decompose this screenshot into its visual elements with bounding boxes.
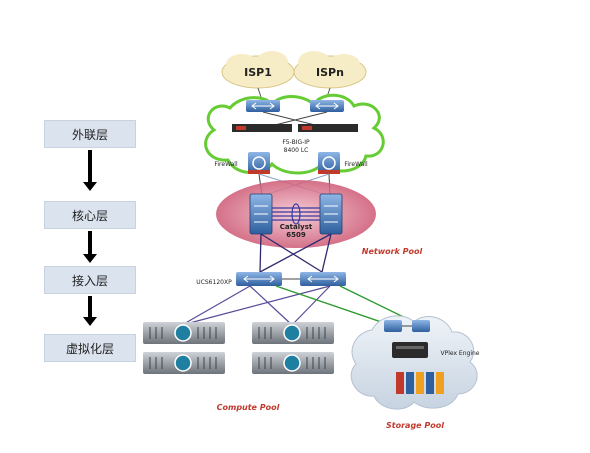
ispn-cloud-icon (293, 51, 367, 89)
storage-pool-label: Storage Pool (386, 421, 444, 430)
layer-virtualization: 虚拟化层 (44, 334, 136, 362)
compute-pool-label: Compute Pool (217, 403, 280, 412)
access-switch-left-icon (236, 272, 282, 286)
storage-array-icon (396, 372, 444, 394)
storage-cloud-icon (350, 315, 478, 410)
firewall-right-label: FireWall (344, 161, 368, 168)
compute-server-group-left (143, 322, 225, 374)
virtualization-icon (174, 324, 192, 342)
f5-label-2: 8400 LC (284, 147, 309, 154)
layer-access: 接入层 (44, 266, 136, 294)
core-switch-right-icon (319, 193, 343, 235)
arrow-down-icon (83, 150, 97, 191)
edge-switch-right-icon (310, 100, 344, 112)
storage-switch-icons (384, 320, 430, 332)
firewall-left-label: FireWall (214, 161, 238, 168)
edge-switch-left-icon (246, 100, 280, 112)
f5-label-1: F5-BIG-IP (282, 139, 310, 146)
firewall-right-icon (318, 152, 340, 174)
access-switch-right-icon (300, 272, 346, 286)
layer-label: 虚拟化层 (65, 341, 114, 356)
layer-core: 核心层 (44, 201, 136, 229)
core-switch-left-icon (249, 193, 273, 235)
firewall-left-icon (248, 152, 270, 174)
layer-label: 核心层 (71, 208, 108, 223)
compute-server-group-right (252, 322, 334, 374)
access-switch-label: UCS6120XP (196, 279, 232, 286)
core-label-1: Catalyst (280, 223, 313, 231)
virtualization-icon (174, 354, 192, 372)
virtualization-icon (283, 324, 301, 342)
layer-external: 外联层 (44, 120, 136, 148)
arrow-down-icon (83, 231, 97, 263)
network-pool-label: Network Pool (362, 247, 423, 256)
f5-load-balancer-icon (232, 124, 358, 132)
layer-label: 接入层 (71, 273, 108, 288)
arrow-down-icon (83, 296, 97, 326)
virtualization-icon (283, 354, 301, 372)
ispn-label: ISPn (316, 66, 344, 79)
core-label-2: 6509 (286, 231, 306, 239)
isp1-label: ISP1 (244, 66, 272, 79)
vplex-label: VPlex Engine (441, 350, 480, 357)
vplex-engine-icon (392, 342, 428, 358)
layer-label: 外联层 (71, 127, 108, 142)
